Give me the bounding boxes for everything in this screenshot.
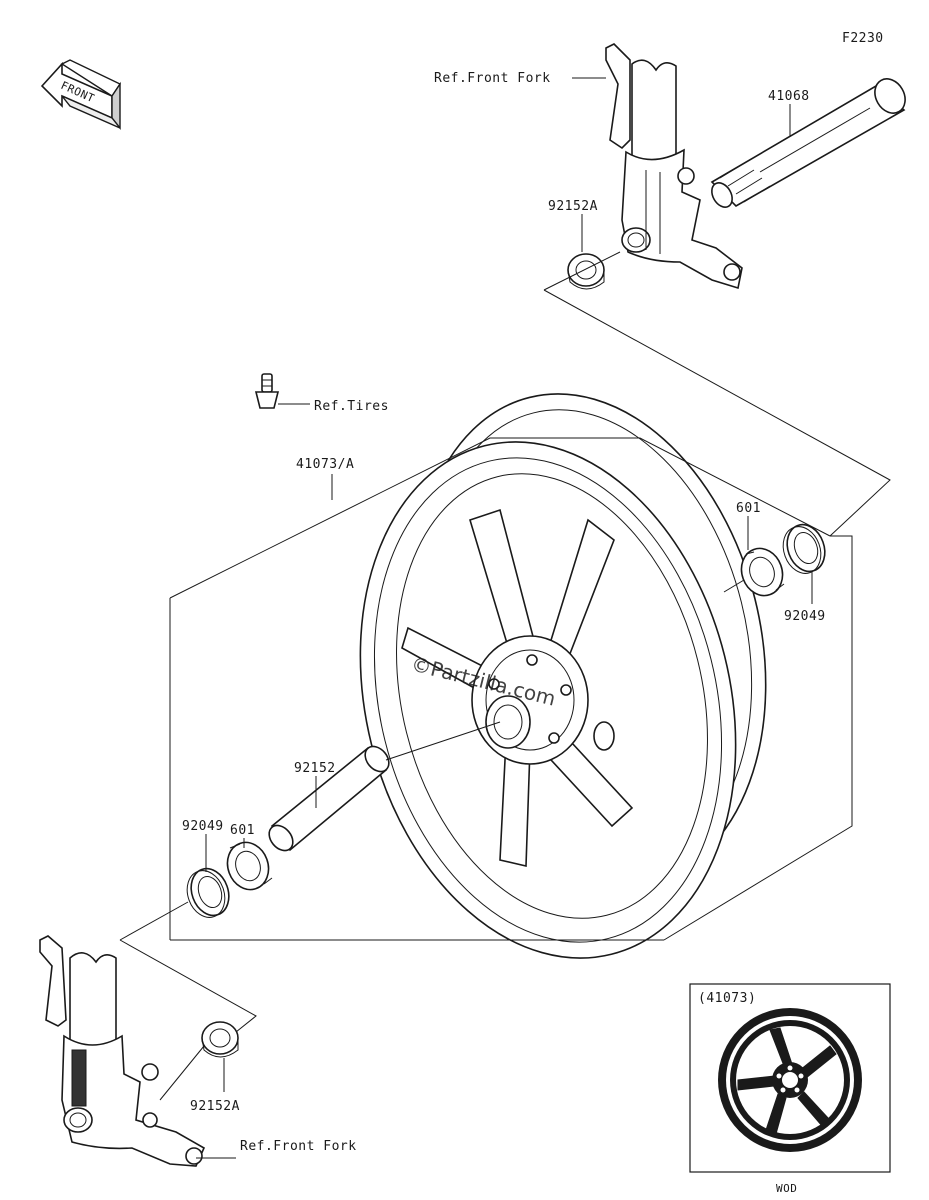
inset-wheel-icon bbox=[718, 1008, 862, 1152]
front-fork-top bbox=[605, 43, 743, 290]
oil-seal-92049-right bbox=[782, 523, 826, 574]
label-92152A-bottom: 92152A bbox=[190, 1099, 240, 1114]
tire-valve-icon bbox=[254, 373, 280, 409]
label-92152A-top: 92152A bbox=[548, 199, 598, 214]
collar-92152A-bottom bbox=[201, 1021, 239, 1058]
label-92049-left: 92049 bbox=[182, 819, 224, 834]
inset-title: (41073) bbox=[698, 991, 756, 1006]
front-fork-bottom bbox=[39, 935, 206, 1167]
label-92049-right: 92049 bbox=[784, 609, 826, 624]
spacer-92152 bbox=[268, 745, 390, 852]
leader-lines bbox=[196, 77, 813, 1159]
bearing-601-right bbox=[740, 547, 785, 597]
label-92152: 92152 bbox=[294, 761, 336, 776]
label-ref-tires: Ref.Tires bbox=[314, 399, 389, 414]
collar-92152A-top bbox=[567, 253, 605, 290]
diagram-code: F2230 bbox=[842, 31, 884, 46]
label-41073A: 41073/A bbox=[296, 457, 354, 472]
oil-seal-92049-left bbox=[186, 867, 230, 918]
label-601-right: 601 bbox=[736, 501, 761, 516]
label-ref-front-fork-bottom: Ref.Front Fork bbox=[240, 1139, 357, 1154]
bearing-601-left bbox=[226, 841, 273, 891]
inset-box: (41073) WOD bbox=[689, 983, 891, 1195]
label-601-left: 601 bbox=[230, 823, 255, 838]
label-41068: 41068 bbox=[768, 89, 810, 104]
front-wheel-41073 bbox=[359, 393, 767, 959]
exploded-outline bbox=[119, 251, 891, 1101]
axle-41068 bbox=[710, 78, 906, 208]
inset-caption: WOD bbox=[776, 1182, 797, 1195]
label-ref-front-fork-top: Ref.Front Fork bbox=[434, 71, 551, 86]
front-arrow-icon: FRONT bbox=[40, 59, 122, 130]
